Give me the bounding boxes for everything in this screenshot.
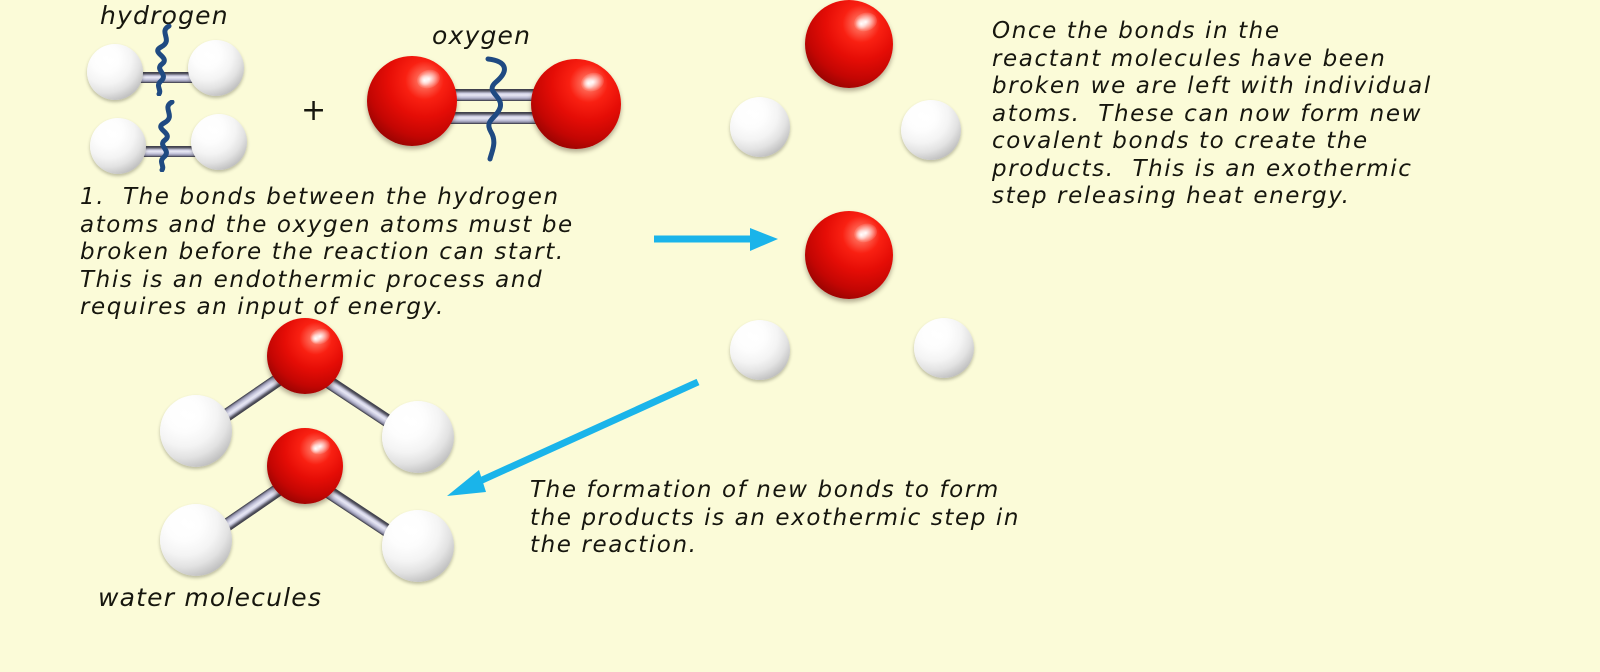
- atom-oxygen: [267, 318, 343, 394]
- atom-oxygen: [367, 56, 457, 146]
- bond-h2: [131, 146, 225, 157]
- annotation-step-1: 1. The bonds between the hydrogen atoms …: [80, 184, 574, 320]
- oxygen-label: oxygen: [432, 21, 532, 50]
- atom-hydrogen: [382, 401, 454, 473]
- plus-sign: +: [301, 93, 327, 128]
- atom-hydrogen: [188, 40, 244, 96]
- atom-hydrogen: [191, 114, 247, 170]
- water-molecules-label: water molecules: [98, 583, 323, 612]
- atom-oxygen: [805, 211, 893, 299]
- atom-oxygen: [531, 59, 621, 149]
- atom-hydrogen: [901, 100, 961, 160]
- atom-oxygen: [805, 0, 893, 88]
- bond-h1: [128, 72, 222, 83]
- atom-hydrogen: [730, 97, 790, 157]
- annotation-step-2: Once the bonds in the reactant molecules…: [992, 18, 1432, 209]
- bond-break-squiggle-icon: [158, 100, 175, 172]
- hydrogen-label: hydrogen: [100, 1, 229, 30]
- atom-hydrogen: [160, 395, 232, 467]
- atom-hydrogen: [382, 510, 454, 582]
- atom-hydrogen: [87, 44, 143, 100]
- atom-hydrogen: [90, 118, 146, 174]
- bond-break-squiggle-icon: [155, 24, 172, 96]
- bond-break-squiggle-icon: [485, 56, 507, 162]
- atom-hydrogen: [914, 318, 974, 378]
- atom-hydrogen: [730, 320, 790, 380]
- annotation-step-3: The formation of new bonds to form the p…: [530, 477, 1021, 558]
- atom-hydrogen: [160, 504, 232, 576]
- atom-oxygen: [267, 428, 343, 504]
